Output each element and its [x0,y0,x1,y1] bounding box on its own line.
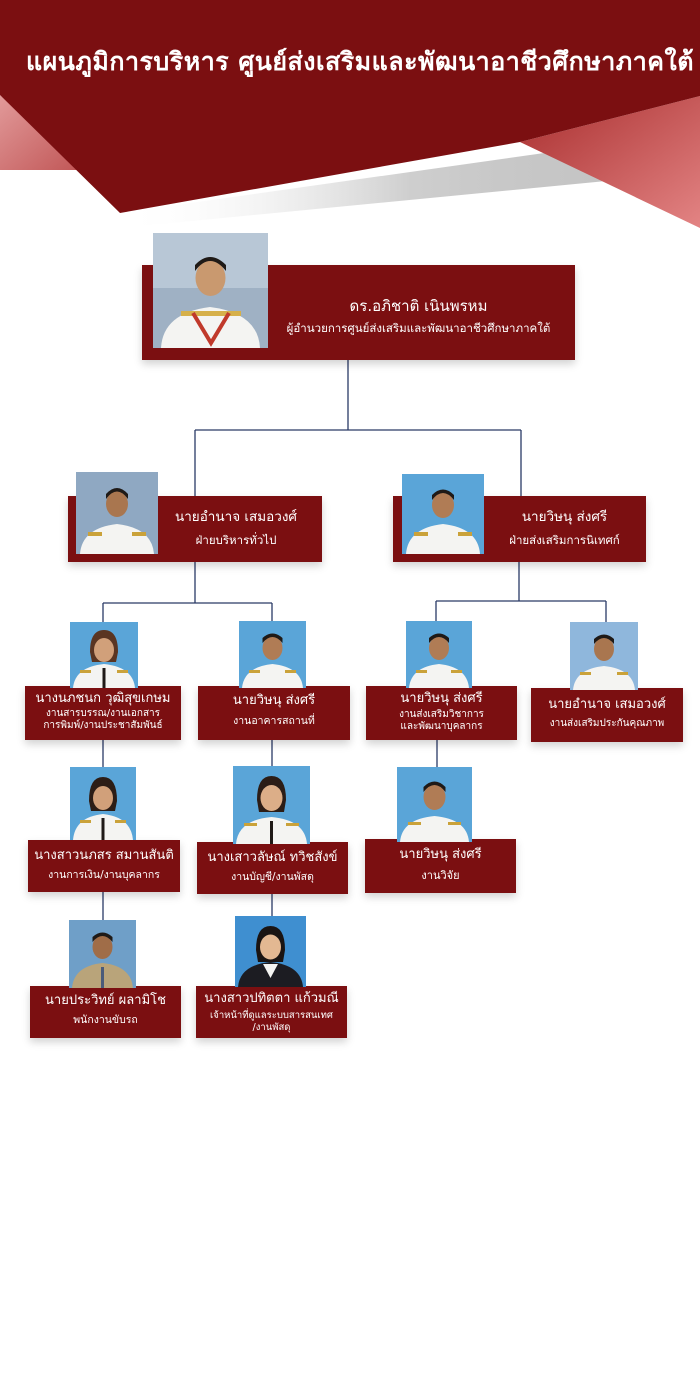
staff-s1-box: นางนภชนก วุฒิสุขเกษม งานสารบรรณ/งานเอกสา… [25,686,181,740]
staff-s4-name: นายอำนาจ เสมอวงศ์ [548,697,666,712]
staff-s9-role1: เจ้าหน้าที่ดูแลระบบสารสนเทศ [210,1010,333,1021]
staff-s8-name: นายประวิทย์ ผลามิโช [45,993,166,1008]
staff-s6-name: นางเสาวลัษณ์ ทวิชสังข์ [207,850,338,865]
staff-s4-role1: งานส่งเสริมประกันคุณภาพ [549,718,665,729]
staff-s9-box: นางสาวปทิตตา แก้วมณี เจ้าหน้าที่ดูแลระบบ… [196,986,347,1038]
staff-s2-photo [239,621,306,688]
staff-s8-box: นายประวิทย์ ผลามิโช พนักงานขับรถ [30,986,181,1038]
staff-s1-name: นางนภชนก วุฒิสุขเกษม [35,691,171,706]
staff-s2-name: นายวิษนุ ส่งศรี [232,693,316,708]
staff-s5-photo [70,767,136,840]
staff-s8-photo [69,920,136,988]
staff-s7-role1: งานวิจัย [421,869,460,882]
staff-s7-name: นายวิษนุ ส่งศรี [399,847,482,862]
director-photo [153,233,268,348]
staff-s7-box: นายวิษนุ ส่งศรี งานวิจัย [365,839,516,893]
staff-s6-role1: งานบัญชี/งานพัสดุ [231,871,314,883]
page-title: แผนภูมิการบริหาร ศูนย์ส่งเสริมและพัฒนาอา… [26,47,694,76]
division-admin-role: ฝ่ายบริหารทั่วไป [195,533,277,547]
director-role: ผู้อำนวยการศูนย์ส่งเสริมและพัฒนาอาชีวศึก… [286,321,551,335]
staff-s1-photo [70,622,138,688]
staff-s9-role2: /งานพัสดุ [252,1022,291,1033]
staff-s3-role2: และพัฒนาบุคลากร [400,721,483,732]
director-name: ดร.อภิชาติ เนินพรหม [349,297,488,315]
staff-s8-role1: พนักงานขับรถ [73,1014,138,1026]
staff-s3-name: นายวิษนุ ส่งศรี [400,691,483,706]
division-admin-photo [76,472,158,554]
staff-s4-photo [570,622,638,690]
staff-s1-role1: งานสารบรรณ/งานเอกสาร [45,708,161,719]
banner-background [0,0,700,228]
staff-s3-box: นายวิษนุ ส่งศรี งานส่งเสริมวิชาการ และพั… [366,686,517,740]
staff-s1-role2: การพิมพ์/งานประชาสัมพันธ์ [43,720,163,731]
division-promotion-photo [402,474,484,554]
staff-s7-photo [397,767,472,842]
staff-s4-box: นายอำนาจ เสมอวงศ์ งานส่งเสริมประกันคุณภา… [531,688,683,742]
division-promotion-role: ฝ่ายส่งเสริมการนิเทศก์ [509,533,620,547]
staff-s6-box: นางเสาวลัษณ์ ทวิชสังข์ งานบัญชี/งานพัสดุ [197,842,348,894]
staff-s5-box: นางสาวนภสร สมานสันติ งานการเงิน/งานบุคลา… [28,840,180,892]
staff-s9-name: นางสาวปทิตตา แก้วมณี [204,991,339,1006]
staff-s9-photo [235,916,306,987]
staff-s2-role1: งานอาคารสถานที่ [233,715,315,727]
staff-s6-photo [233,766,310,844]
staff-s2-box: นายวิษนุ ส่งศรี งานอาคารสถานที่ [198,686,350,740]
staff-s3-photo [406,621,472,688]
header-banner: แผนภูมิการบริหาร ศูนย์ส่งเสริมและพัฒนาอา… [0,0,700,240]
division-promotion-name: นายวิษนุ ส่งศรี [521,509,608,525]
staff-s5-role1: งานการเงิน/งานบุคลากร [48,869,160,881]
staff-s3-role1: งานส่งเสริมวิชาการ [399,709,484,720]
staff-s5-name: นางสาวนภสร สมานสันติ [34,848,174,863]
division-admin-name: นายอำนาจ เสมอวงศ์ [174,509,298,525]
